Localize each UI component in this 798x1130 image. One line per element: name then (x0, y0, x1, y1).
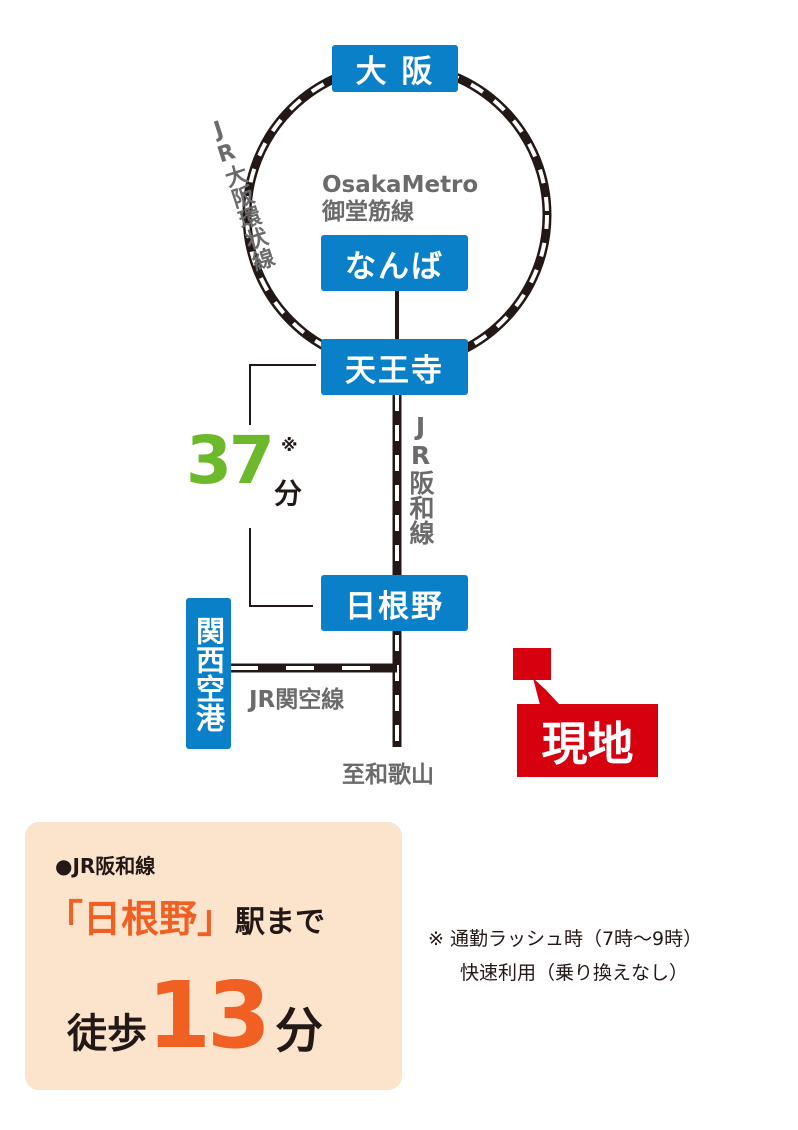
to-wakayama-label: 至和歌山 (342, 762, 434, 788)
station-kansai-airport: 関西空港 (186, 598, 231, 749)
station-tennoji: 天王寺 (321, 339, 468, 395)
travel-time-unit: 分 (274, 477, 303, 510)
travel-time-value: 37 (186, 422, 275, 499)
hanwa-line-label: JR阪和線 (406, 412, 435, 545)
panel-walk-unit: 分 (275, 1003, 324, 1059)
travel-time-bracket-bottom (249, 528, 313, 607)
site-marker (513, 648, 560, 705)
panel-walk: 徒歩 13 分 (67, 970, 323, 1062)
travel-time-bracket-top (249, 364, 316, 425)
footnote-line-1: ※ 通勤ラッシュ時（7時～9時） (428, 928, 703, 950)
panel-line: ●JR阪和線 (55, 854, 156, 878)
panel-walk-minutes: 13 (147, 962, 271, 1069)
panel-station: 「日根野」駅まで (45, 888, 325, 943)
panel-station-name: 「日根野」 (45, 897, 236, 941)
kansai-line-label: JR関空線 (249, 687, 345, 713)
travel-time-note-mark: ※ (281, 436, 298, 456)
metro-label: OsakaMetro 御堂筋線 (322, 172, 478, 226)
metro-line-name: 御堂筋線 (322, 199, 414, 225)
panel-station-suffix: 駅まで (235, 905, 326, 940)
footnote-line-2: 快速利用（乗り換えなし） (460, 962, 689, 984)
station-namba: なんば (321, 235, 468, 291)
site-label: 現地 (517, 704, 658, 777)
metro-name: OsakaMetro (322, 172, 479, 198)
footnote: ※ 通勤ラッシュ時（7時～9時） 快速利用（乗り換えなし） (428, 922, 702, 990)
panel-walk-label: 徒歩 (67, 1011, 147, 1057)
station-hineno: 日根野 (321, 575, 468, 631)
station-osaka: 大 阪 (332, 45, 458, 92)
access-panel: ●JR阪和線 「日根野」駅まで 徒歩 13 分 (25, 822, 402, 1090)
